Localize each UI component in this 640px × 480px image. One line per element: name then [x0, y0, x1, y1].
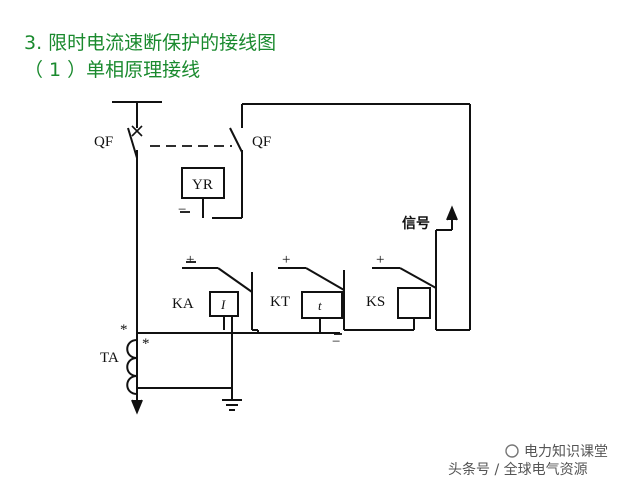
kt-label: KT	[270, 294, 290, 310]
qf-cross-2	[131, 125, 143, 137]
ta-polarity-bottom: *	[142, 336, 150, 352]
kt-coil-box	[301, 291, 343, 319]
ks-label: KS	[366, 294, 385, 310]
ks-plus-label: +	[376, 252, 384, 268]
ka-plus-label: +	[186, 252, 194, 268]
ks-coil-box	[397, 287, 431, 319]
ks-contact	[399, 267, 437, 289]
ta-winding-1	[126, 339, 138, 359]
ta-winding-2	[126, 357, 138, 377]
diagram-heading: 3. 限时电流速断保护的接线图	[24, 32, 277, 54]
yr-minus-label: −	[178, 202, 186, 218]
watermark-line1: 电力知识课堂	[524, 443, 608, 460]
ta-label: TA	[100, 350, 119, 366]
ka-label: KA	[172, 296, 194, 312]
kt-minus-label: −	[332, 334, 340, 350]
qf-right-blade	[229, 127, 243, 153]
yr-label: YR	[192, 177, 213, 193]
qf-left-label: QF	[94, 134, 113, 150]
ta-winding-3	[126, 375, 138, 395]
qf-right-label: QF	[252, 134, 271, 150]
signal-arrow	[446, 205, 458, 221]
qf-left-blade	[127, 127, 138, 159]
main-arrow	[131, 399, 143, 415]
watermark-line2: 头条号 / 全球电气资源	[448, 461, 588, 478]
watermark-logo-icon	[505, 444, 519, 458]
kt-plus-label: +	[282, 252, 290, 268]
ta-polarity-top: *	[120, 322, 128, 338]
diagram-subheading: （ 1 ）单相原理接线	[24, 59, 201, 81]
ka-contact	[217, 267, 253, 293]
kt-contact	[305, 267, 345, 291]
kt-coil-symbol: t	[318, 298, 322, 313]
signal-label: 信号	[402, 215, 430, 232]
ka-coil-symbol: I	[220, 297, 226, 312]
watermark: 电力知识课堂 头条号 / 全球电气资源	[448, 443, 608, 478]
yr-coil-box	[181, 167, 225, 199]
